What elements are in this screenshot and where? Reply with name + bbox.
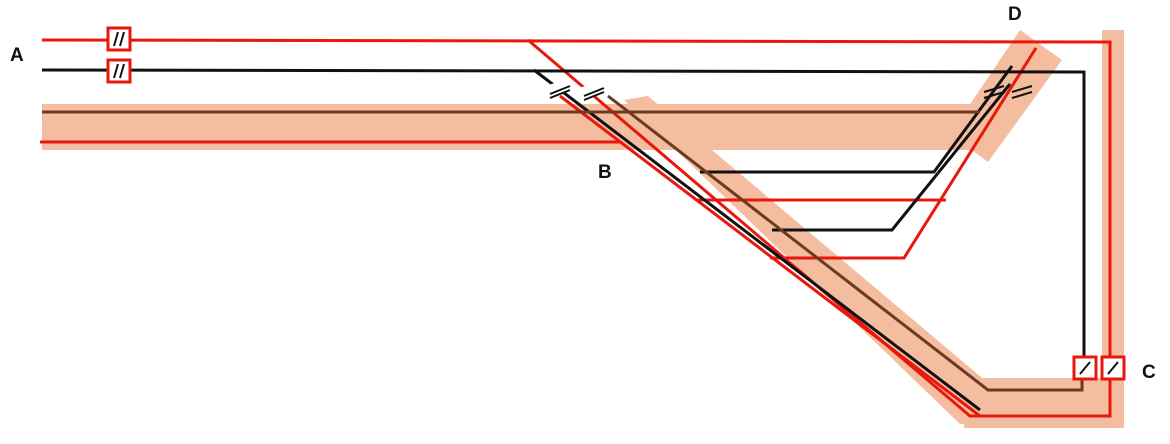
red-wire-b [559,94,981,418]
label-d: D [1008,4,1022,25]
breaker-a-bottom-slash-2 [119,63,125,79]
red-wires [40,38,1112,418]
label-c: C [1142,362,1156,383]
black-wire-top [41,68,1086,360]
red-wire-diag [527,38,1112,418]
black-rung-1 [700,65,1014,174]
breaker-a [106,26,132,84]
black-rung-2 [772,83,1012,232]
breaker-a-top-slash-1 [113,31,119,47]
highlight-band-top-left [42,104,982,150]
breaker-c-left-slash [1079,361,1091,375]
breaker-c [1072,355,1126,381]
label-b: B [598,162,612,183]
black-wire-diag [533,68,981,412]
black-wires [41,65,1086,412]
highlight-band-diagonal [624,96,994,424]
breaker-a-bottom-box [106,58,132,84]
breaker-a-bottom-slash-1 [113,63,119,79]
highlight-layer [42,30,1124,428]
breaker-c-right-slash [1107,361,1119,375]
breaker-a-top-box [106,26,132,52]
label-a: A [10,45,24,66]
red-wire-top [41,38,1112,80]
breaker-a-top-slash-2 [119,31,125,47]
highlight-band-bottom [964,378,1124,428]
junction-marks-d [983,85,1033,99]
red-rung-2 [770,47,1038,260]
highlight-band-right [1102,30,1124,428]
junction-marks-b [546,79,608,101]
